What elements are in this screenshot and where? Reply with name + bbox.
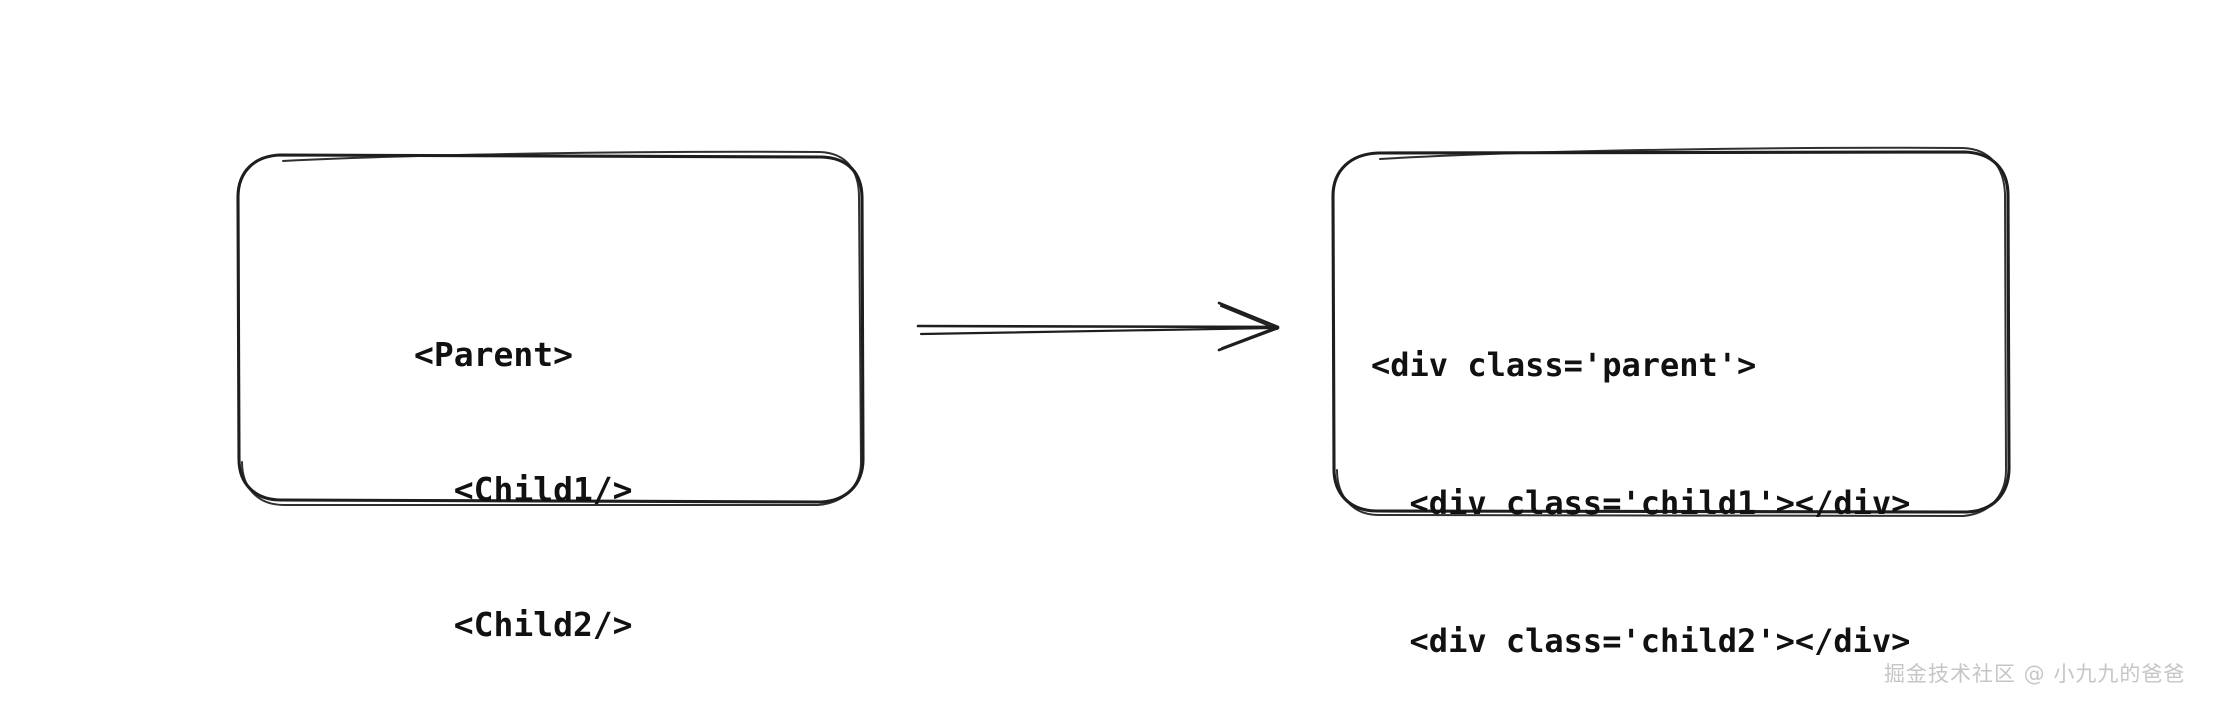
component-source-box[interactable] <box>238 155 864 503</box>
rendered-dom-box[interactable] <box>1333 152 2009 514</box>
rendered-dom-code: <div class='parent'> <div class='child1'… <box>1371 250 1910 716</box>
component-source-code: <Parent> <Child1/> <Child2/> </Parent> <box>414 242 633 716</box>
code-line: <div class='parent'> <box>1371 346 1757 384</box>
transform-arrow-target[interactable] <box>912 296 1288 358</box>
watermark: 掘金技术社区 @ 小九九的爸爸 <box>1884 662 2186 686</box>
code-line: <Child1/> <box>414 470 633 509</box>
code-line: <Parent> <box>414 335 573 374</box>
code-line: <Child2/> <box>414 605 633 644</box>
code-line: <div class='child1'></div> <box>1371 484 1911 522</box>
code-line: <div class='child2'></div> <box>1371 622 1911 660</box>
